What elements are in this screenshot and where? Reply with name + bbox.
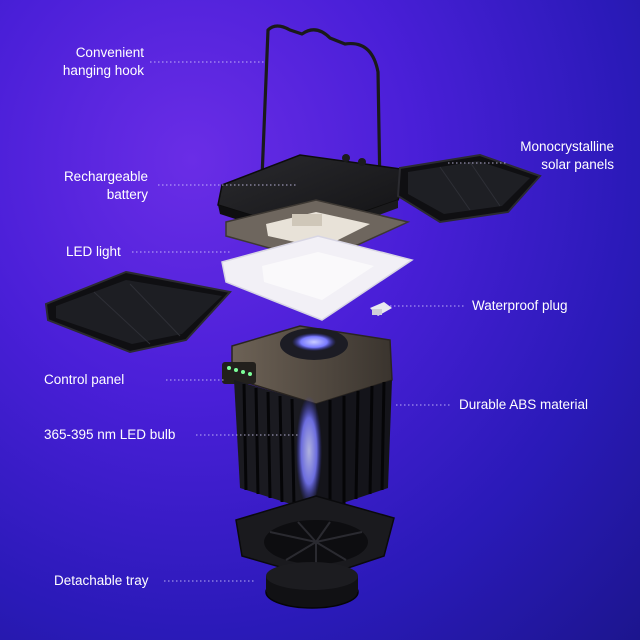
- label-solar-line2: solar panels: [541, 157, 614, 172]
- label-solar-line1: Monocrystalline: [520, 139, 614, 154]
- label-battery-line2: battery: [106, 187, 148, 202]
- label-battery-line1: Rechargeable: [63, 169, 148, 184]
- cage-body: [234, 380, 392, 512]
- detachable-tray: [235, 495, 395, 609]
- led-light-ring: [221, 235, 414, 321]
- label-rechargeable-battery: Rechargeable battery: [64, 168, 148, 204]
- label-led-light: LED light: [66, 244, 121, 259]
- right-solar-panel: [396, 153, 542, 224]
- main-body-top: [222, 325, 393, 405]
- battery-plate: [225, 199, 411, 263]
- leader-lines: [132, 61, 508, 582]
- label-detachable-tray: Detachable tray: [54, 573, 149, 588]
- label-solar-panels: Monocrystalline solar panels: [520, 138, 614, 174]
- label-hanging-hook-line2: hanging hook: [62, 63, 144, 78]
- label-hanging-hook-line1: Convenient: [75, 45, 144, 60]
- label-waterproof-plug: Waterproof plug: [472, 298, 568, 313]
- label-control-panel: Control panel: [44, 372, 125, 387]
- label-led-bulb: 365-395 nm LED bulb: [44, 427, 176, 442]
- left-solar-panel: [44, 270, 232, 354]
- label-abs-material: Durable ABS material: [459, 397, 589, 412]
- waterproof-plug: [370, 302, 392, 316]
- label-hanging-hook: Convenient hanging hook: [63, 44, 144, 80]
- hanging-hook: [260, 24, 382, 191]
